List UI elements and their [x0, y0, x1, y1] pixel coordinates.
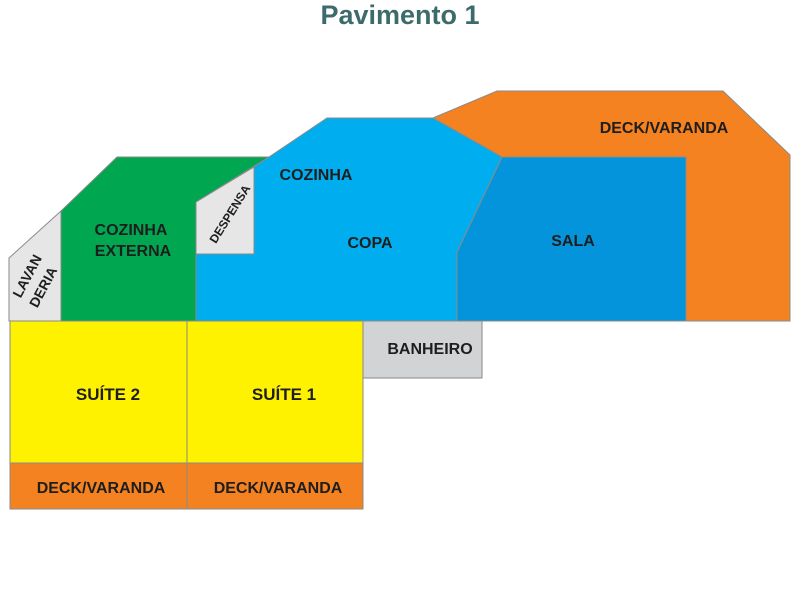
label-sala: SALA	[551, 233, 595, 250]
label-deck-varanda-right: DECK/VARANDA	[214, 480, 343, 497]
label-deck-varanda-left: DECK/VARANDA	[37, 480, 166, 497]
label-cozinha: COZINHA	[280, 167, 353, 184]
label-cozinha-externa-1: COZINHA	[95, 222, 168, 239]
label-cozinha-externa-2: EXTERNA	[95, 243, 172, 260]
label-banheiro: BANHEIRO	[387, 341, 472, 358]
label-copa: COPA	[347, 235, 392, 252]
label-suite-2: SUÍTE 2	[76, 385, 140, 404]
label-suite-1: SUÍTE 1	[252, 385, 316, 404]
room-deck-varanda-right[interactable]	[186, 462, 364, 510]
label-deck-varanda-top: DECK/VARANDA	[600, 120, 729, 137]
page-title: Pavimento 1	[320, 0, 480, 30]
room-banheiro[interactable]	[362, 320, 483, 379]
